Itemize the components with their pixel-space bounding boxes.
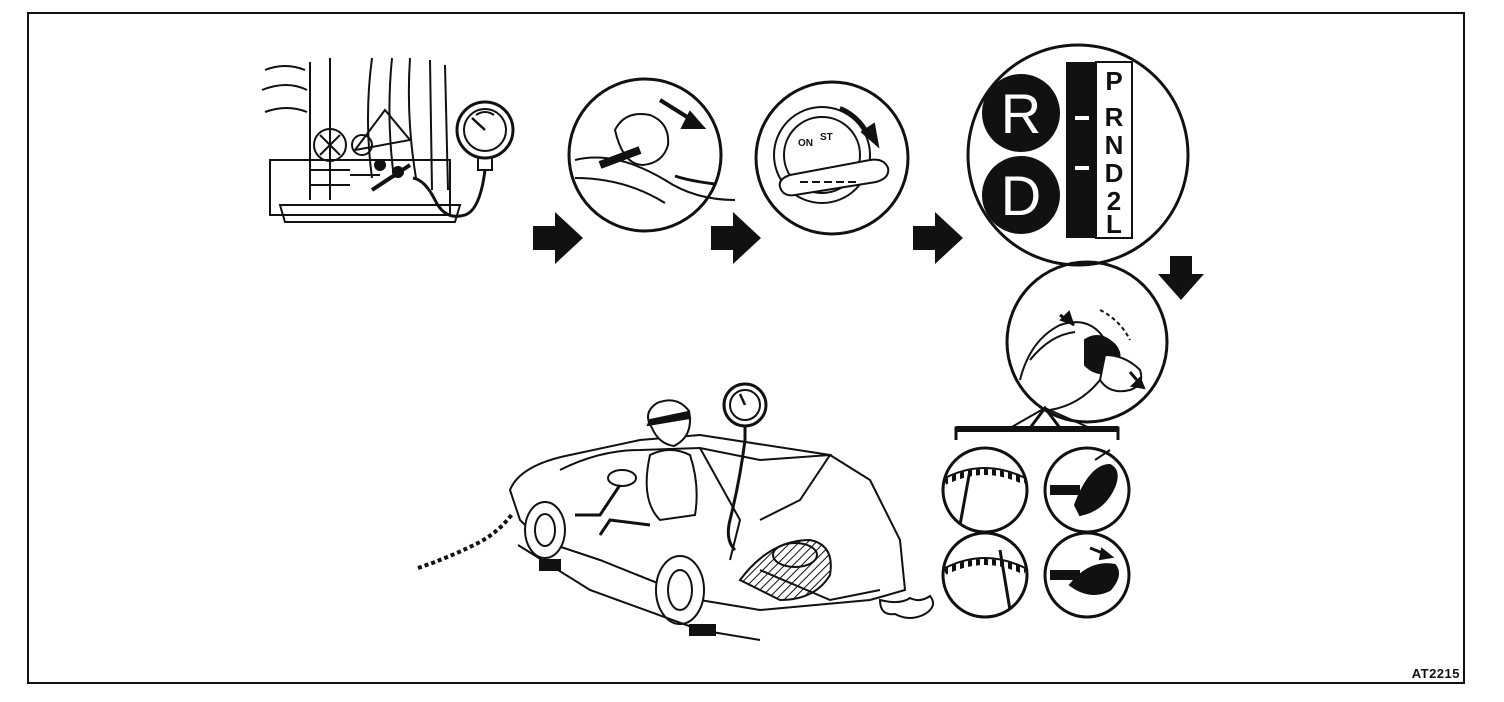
shift-letter-reverse: R — [1001, 82, 1041, 145]
gear-l: L — [1106, 209, 1122, 239]
pedal-circle — [1005, 260, 1169, 424]
parking-brake-circle — [567, 77, 736, 233]
arrow-right-icon — [533, 212, 583, 264]
arrow-right-icon — [913, 212, 963, 264]
arrow-down-icon — [1158, 256, 1204, 300]
ignition-start-label: ST — [820, 132, 833, 143]
arrow-right-icon — [711, 212, 761, 264]
shift-letter-drive: D — [1001, 164, 1041, 227]
gear-n: N — [1105, 130, 1124, 160]
figure-border — [27, 12, 1465, 684]
gear-2: 2 — [1107, 186, 1121, 216]
ignition-on-label: ON — [798, 138, 813, 149]
gear-d: D — [1105, 158, 1124, 188]
gear-r: R — [1105, 102, 1124, 132]
transmission-with-gauge — [261, 57, 515, 223]
detail-circle-gauge-bottom — [941, 531, 1029, 619]
car-stall-test — [417, 382, 935, 641]
detail-circle-gauge-top — [941, 446, 1029, 534]
detail-circle-pedal-bottom — [1043, 531, 1131, 619]
detail-circle-pedal-top — [1043, 446, 1131, 534]
shift-selector-circle — [966, 43, 1190, 267]
ignition-circle — [754, 80, 910, 236]
gear-p: P — [1105, 66, 1122, 96]
figure-code: AT2215 — [1411, 666, 1460, 681]
